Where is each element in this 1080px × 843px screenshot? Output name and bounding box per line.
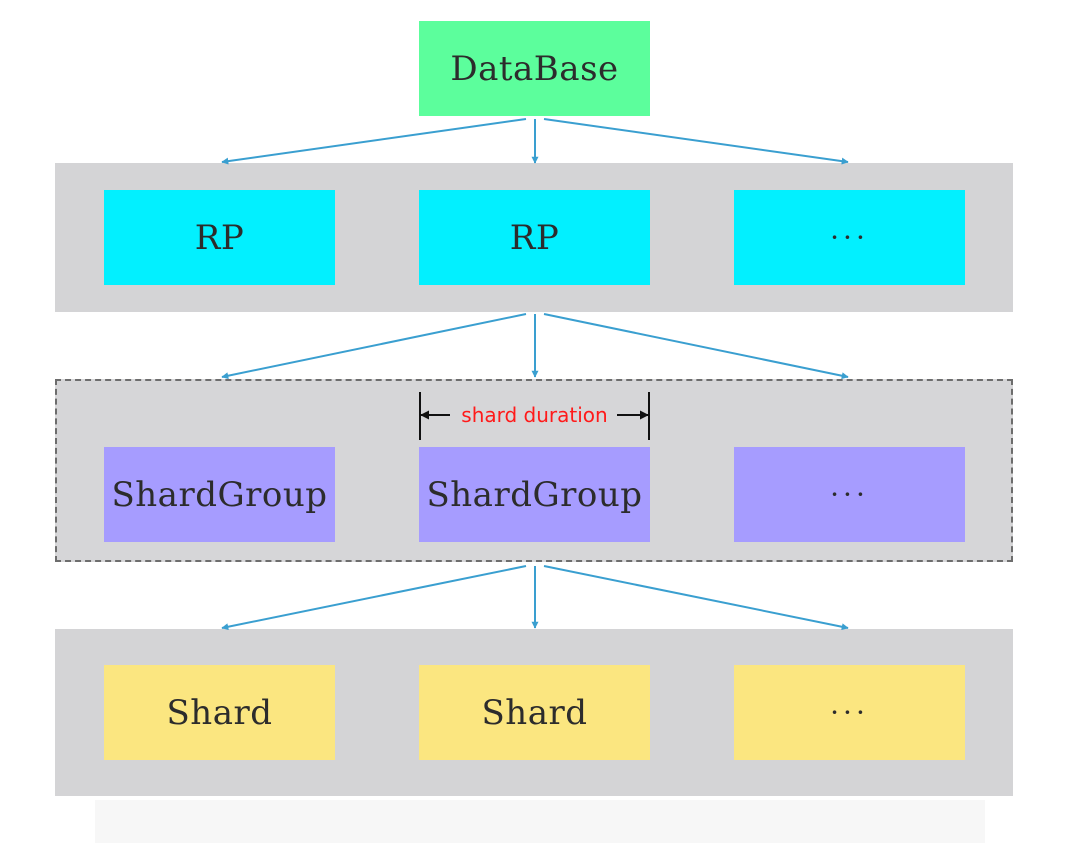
arrow-db-left [221,118,527,165]
arrow-sg-right [543,565,849,631]
shard-duration-label: shard duration [461,403,608,427]
shard-node-2: Shard [419,665,650,760]
arrows-database-to-rp [221,118,849,165]
bottom-strip [95,800,985,843]
shard-duration-marker [419,392,650,440]
shard-node-1: Shard [104,665,335,760]
arrow-sg-left [221,565,527,631]
rp-node-1: RP [104,190,335,285]
shard-node-more: ··· [734,665,965,760]
shard-group-node-more: ··· [734,447,965,542]
arrows-rp-to-shard-group [221,313,849,380]
arrow-db-right [543,118,849,165]
shard-group-node-1: ShardGroup [104,447,335,542]
arrow-rp-right [543,313,849,380]
shard-group-node-2: ShardGroup [419,447,650,542]
rp-node-more: ··· [734,190,965,285]
database-node: DataBase [419,21,650,116]
rp-node-2: RP [419,190,650,285]
arrow-rp-left [221,313,527,380]
arrows-shard-group-to-shard [221,565,849,631]
